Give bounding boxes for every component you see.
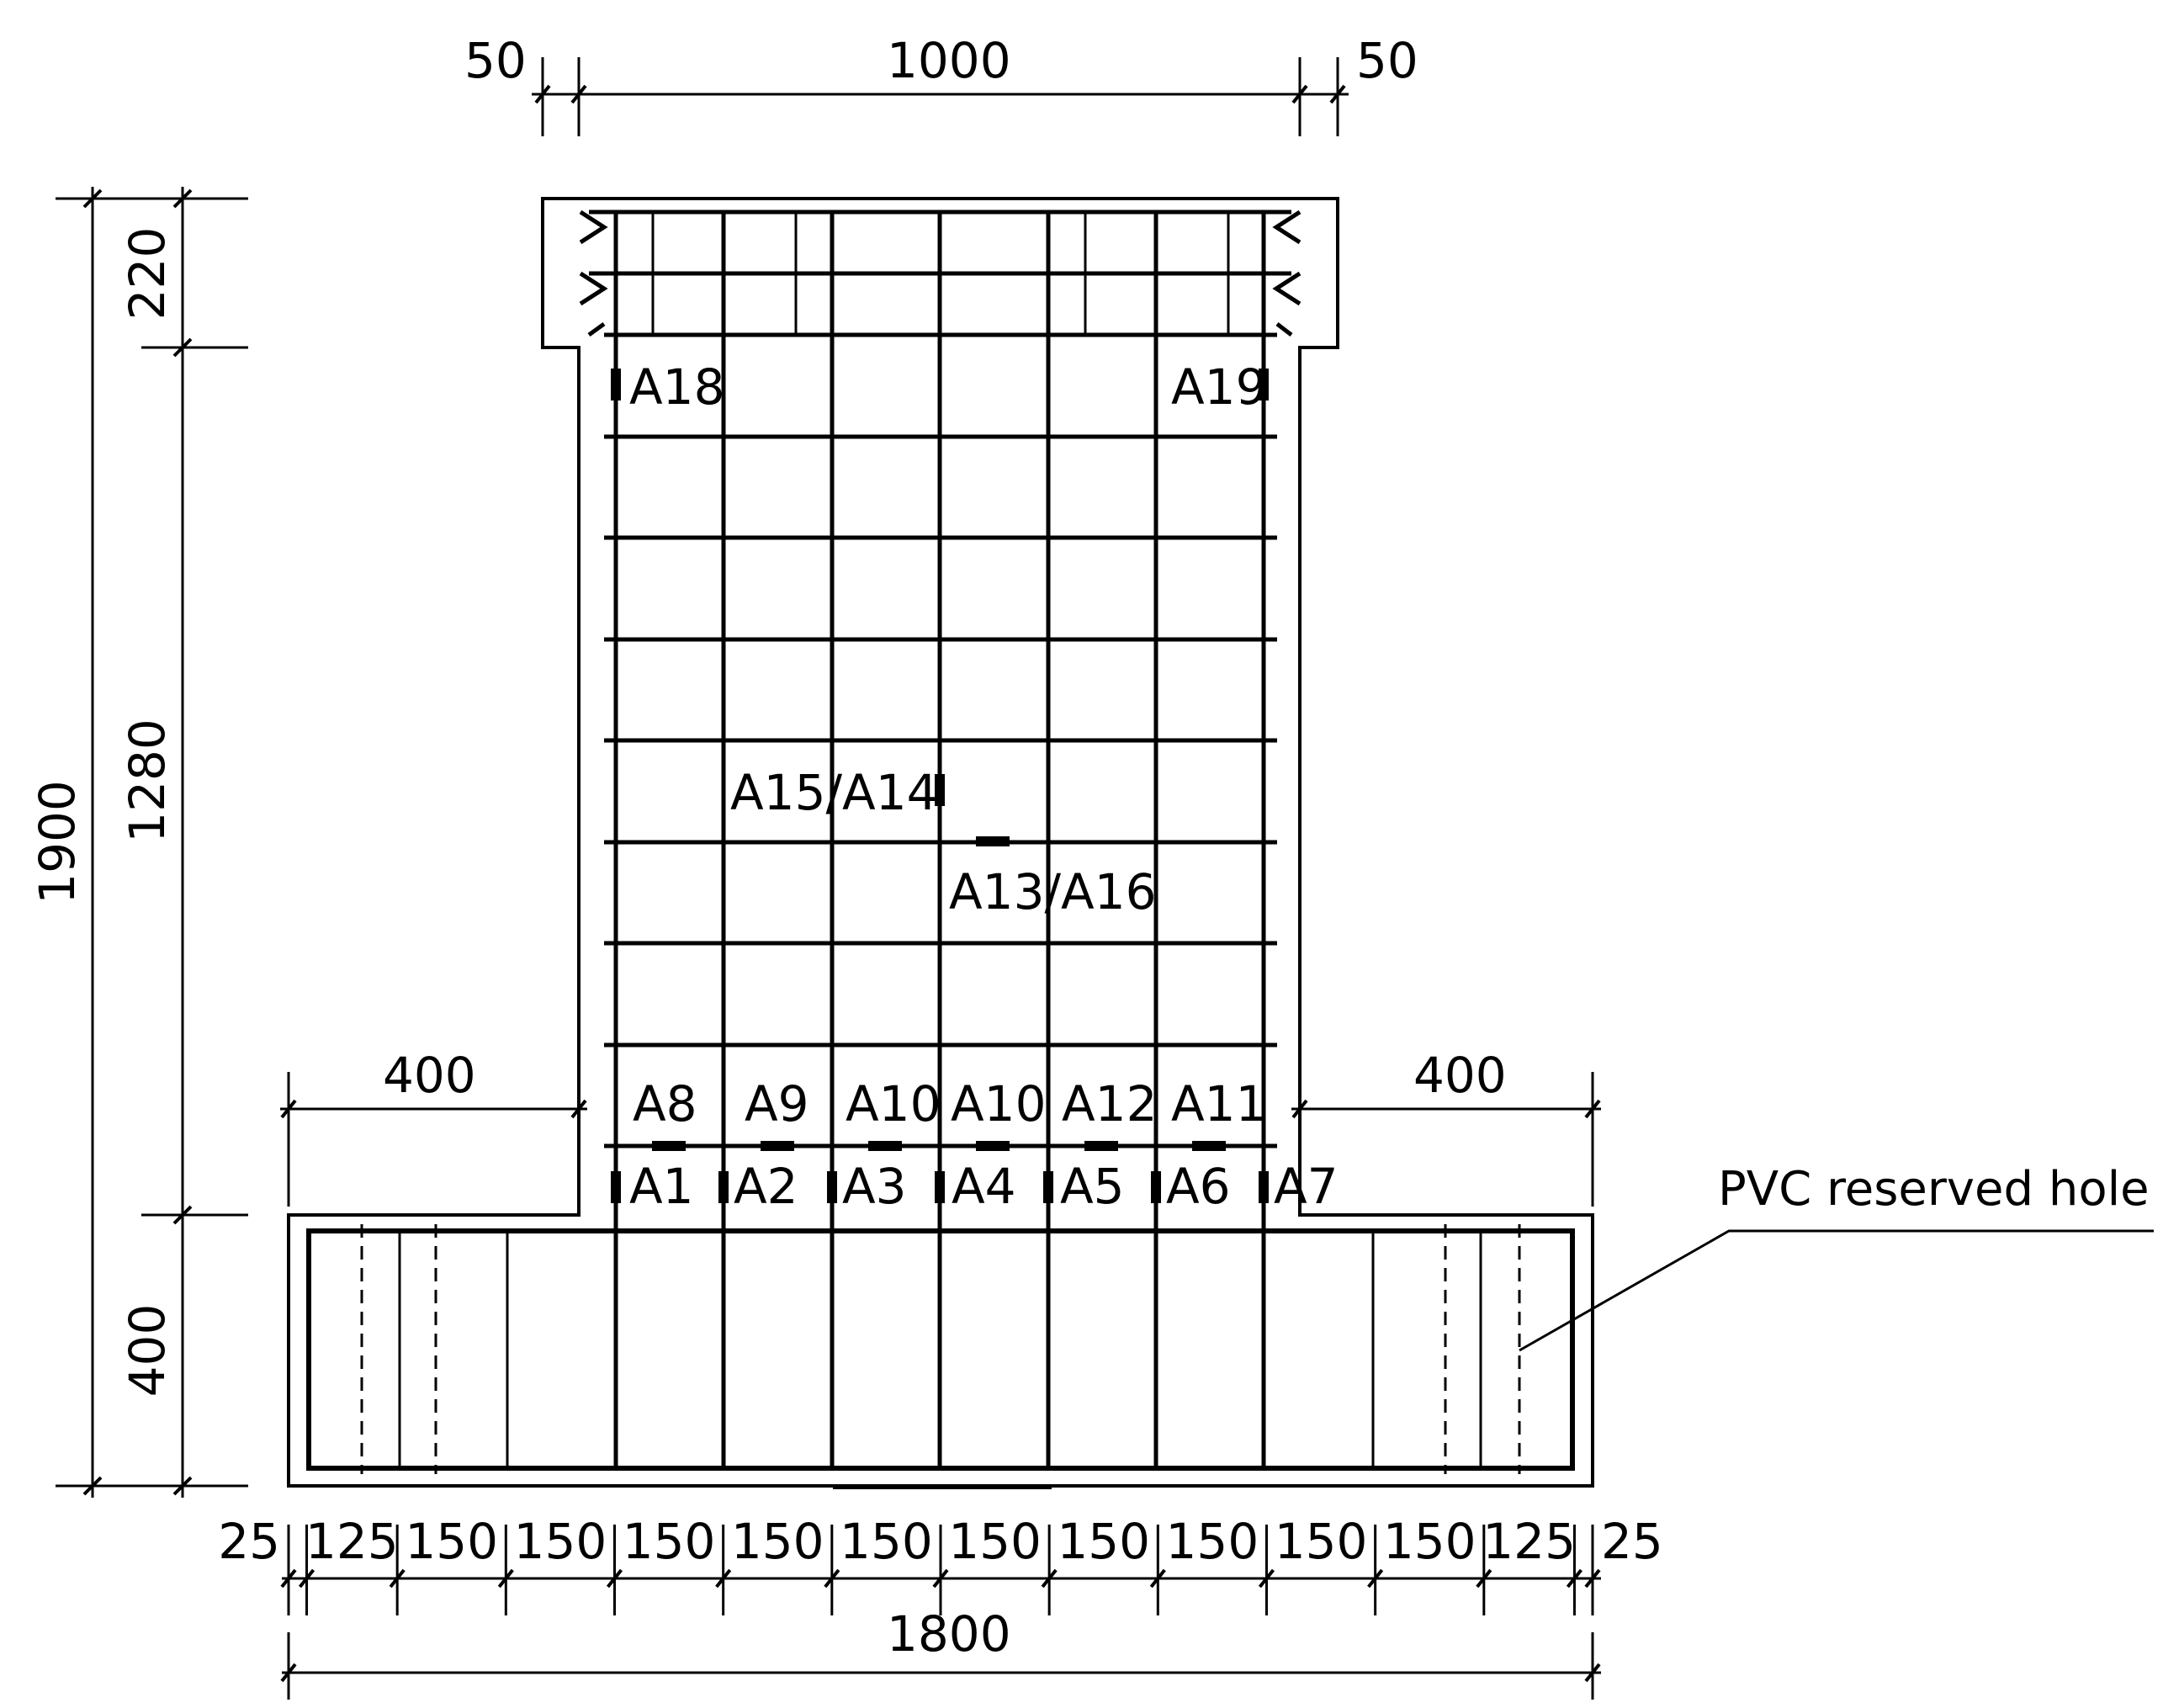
- dim-bottom-segment: 150: [840, 1513, 933, 1570]
- bottom-dim-tick: [1149, 1568, 1166, 1589]
- bottom-dim-tick: [932, 1568, 949, 1589]
- bottom-dim-tick: [606, 1568, 623, 1589]
- gauge-labels: A1 A2 A3 A4 A5 A6 A7 A8 A9 A10 A10 A12 A…: [629, 358, 1339, 1215]
- overhang-dimensions: 400 400: [280, 1047, 1601, 1207]
- dim-bottom-segment: 150: [1383, 1513, 1476, 1570]
- dim-bottom-segment: 150: [948, 1513, 1042, 1570]
- bottom-dim-tick: [497, 1568, 514, 1589]
- dim-bottom-segment: 25: [1601, 1513, 1663, 1570]
- dim-top-width: 1000: [887, 32, 1011, 89]
- dim-bottom-segment: 150: [514, 1513, 607, 1570]
- dim-bottom-segment: 150: [623, 1513, 716, 1570]
- bottom-dim-tick: [824, 1568, 840, 1589]
- label-a12: A12: [1062, 1075, 1157, 1132]
- dim-top-left-cover: 50: [464, 32, 527, 89]
- bottom-dim-tick: [389, 1568, 406, 1589]
- label-a3: A3: [842, 1158, 907, 1215]
- left-dimensions: 1900 220 1280 400: [29, 187, 248, 1498]
- label-a10-right: A10: [951, 1075, 1046, 1132]
- pvc-reserved-hole-left: [360, 1224, 437, 1474]
- dim-left-base: 400: [119, 1304, 176, 1398]
- dim-bottom-total: 1800: [887, 1605, 1011, 1663]
- dim-left-web: 1280: [119, 719, 176, 843]
- label-a10-left: A10: [846, 1075, 941, 1132]
- label-a13-a16: A13/A16: [949, 863, 1157, 920]
- label-a8: A8: [633, 1075, 697, 1132]
- bottom-dim-tick: [280, 1568, 297, 1589]
- label-a15-a14: A15/A14: [730, 764, 938, 821]
- dim-bottom-segment: 150: [1166, 1513, 1259, 1570]
- bottom-dim-tick: [1584, 1568, 1601, 1589]
- label-a6: A6: [1166, 1158, 1231, 1215]
- dim-bottom-segment: 150: [405, 1513, 498, 1570]
- bottom-dim-tick: [1258, 1568, 1275, 1589]
- concrete-outline: [287, 197, 1594, 1488]
- strain-gauges: [611, 369, 1269, 1203]
- dim-bottom-segment: 150: [1057, 1513, 1150, 1570]
- web-horizontal-bars: [604, 332, 1277, 1148]
- pvc-leader: PVC reserved hole: [1519, 1162, 2154, 1352]
- label-a9: A9: [745, 1075, 809, 1132]
- label-a5: A5: [1060, 1158, 1125, 1215]
- dim-left-total: 1900: [29, 780, 86, 904]
- base-vertical-bars: [398, 1231, 1482, 1468]
- dim-bottom-segment: 125: [1482, 1513, 1576, 1570]
- bottom-dim-tick: [715, 1568, 732, 1589]
- label-a11: A11: [1171, 1075, 1266, 1132]
- dim-bottom-segment: 25: [218, 1513, 280, 1570]
- bottom-dim-tick: [1367, 1568, 1384, 1589]
- bottom-dim-tick: [298, 1568, 315, 1589]
- label-a18: A18: [629, 358, 724, 416]
- dim-left-cap: 220: [119, 227, 176, 321]
- dim-bottom-segment: 150: [731, 1513, 824, 1570]
- dim-bottom-segment: 150: [1275, 1513, 1368, 1570]
- dim-right-overhang: 400: [1413, 1047, 1507, 1104]
- dim-bottom-segment: 125: [305, 1513, 399, 1570]
- label-a4: A4: [952, 1158, 1016, 1215]
- cap-reinforcement: [579, 210, 1302, 337]
- bottom-dim-tick: [1041, 1568, 1058, 1589]
- top-dimension: 50 1000 50: [464, 32, 1418, 136]
- label-a2: A2: [734, 1158, 798, 1215]
- label-a1: A1: [629, 1158, 694, 1215]
- label-a7: A7: [1274, 1158, 1339, 1215]
- label-a19: A19: [1171, 358, 1266, 416]
- dim-left-overhang: 400: [383, 1047, 476, 1104]
- pvc-label: PVC reserved hole: [1718, 1162, 2150, 1217]
- bottom-dim-tick: [1476, 1568, 1492, 1589]
- bottom-dim-tick: [1566, 1568, 1583, 1589]
- base-side-bar-ends: [306, 1325, 1575, 1397]
- pvc-reserved-hole-right: [1444, 1224, 1521, 1474]
- dim-top-right-cover: 50: [1356, 32, 1418, 89]
